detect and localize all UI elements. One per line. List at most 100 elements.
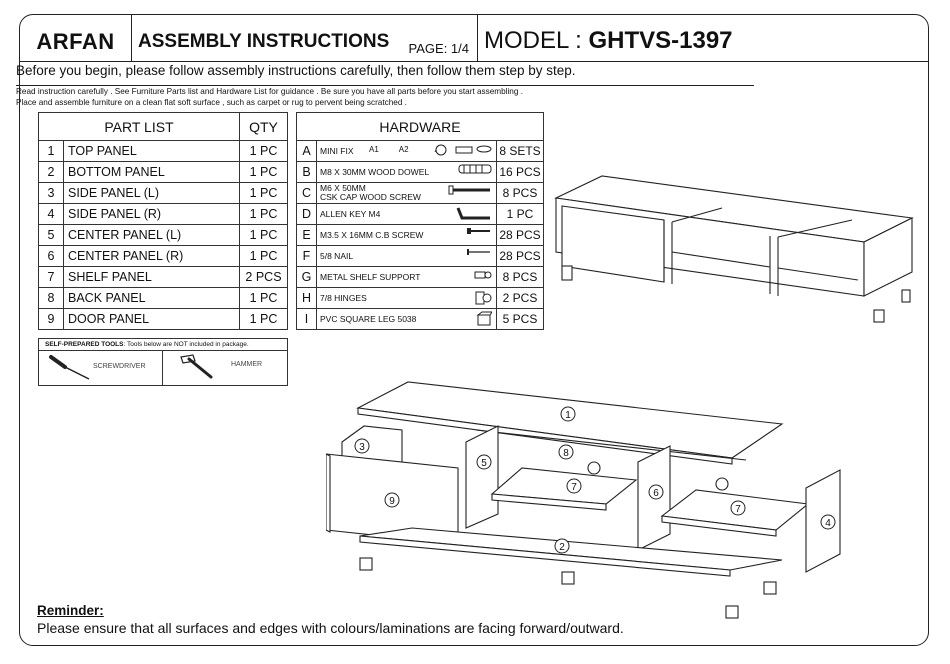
part-name: SIDE PANEL (R) xyxy=(63,203,240,225)
exploded-view-diagram: 1 2 3 4 5 6 7 7 8 9 xyxy=(326,381,841,619)
screwdriver-icon xyxy=(49,355,90,380)
hardware-qty: 28 PCS xyxy=(496,224,544,246)
model-code: GHTVS-1397 xyxy=(588,27,733,54)
minifix-icon xyxy=(435,144,492,156)
callout-8: 8 xyxy=(563,448,569,459)
hardware-desc: PVC SQUARE LEG 5038 xyxy=(320,313,417,324)
tools-heading: SELF-PREPARED TOOLS xyxy=(45,341,124,348)
part-qty: 1 PC xyxy=(239,287,288,309)
tools-divider xyxy=(162,351,163,386)
hardware-description-cell: 5/8 NAIL xyxy=(316,245,497,267)
hardware-letter: D xyxy=(296,203,317,225)
callout-9: 9 xyxy=(389,496,395,507)
part-qty: 1 PC xyxy=(239,224,288,246)
hardware-qty: 8 SETS xyxy=(496,140,544,162)
shelf-support-icon xyxy=(474,271,492,279)
document-title: ASSEMBLY INSTRUCTIONS xyxy=(138,31,390,52)
assembled-tv-stand-diagram xyxy=(554,175,914,323)
part-name: CENTER PANEL (L) xyxy=(63,224,240,246)
qty-header: QTY xyxy=(239,112,288,141)
model-prefix: MODEL : xyxy=(484,27,589,54)
hardware-qty: 1 PC xyxy=(496,203,544,225)
part-number: 1 xyxy=(38,140,64,162)
model-cell: MODEL : GHTVS-1397 xyxy=(478,15,930,61)
part-number: 2 xyxy=(38,161,64,183)
hardware-desc: 7/8 HINGES xyxy=(320,292,367,303)
callout-4: 4 xyxy=(825,518,831,529)
callout-7a: 7 xyxy=(571,482,577,493)
part-qty: 2 PCS xyxy=(239,266,288,288)
callout-6: 6 xyxy=(653,488,659,499)
hardware-letter: I xyxy=(296,308,317,330)
reminder-heading: Reminder: xyxy=(37,603,104,618)
callout-2: 2 xyxy=(559,542,565,553)
square-leg-icon xyxy=(476,311,492,326)
part-name: TOP PANEL xyxy=(63,140,240,162)
hammer-icon xyxy=(180,354,213,379)
hardware-qty: 8 PCS xyxy=(496,182,544,204)
hardware-description-cell: M3.5 X 16MM C.B SCREW xyxy=(316,224,497,246)
part-number: 4 xyxy=(38,203,64,225)
tools-header: SELF-PREPARED TOOLS: Tools below are NOT… xyxy=(39,339,287,351)
hardware-description-cell: PVC SQUARE LEG 5038 xyxy=(316,308,497,330)
hardware-qty: 5 PCS xyxy=(496,308,544,330)
hardware-desc: M6 X 50MM xyxy=(320,183,366,193)
part-qty: 1 PC xyxy=(239,161,288,183)
hardware-letter: H xyxy=(296,287,317,309)
note-line: Place and assemble furniture on a clean … xyxy=(16,97,407,107)
dowel-icon xyxy=(458,164,492,174)
hardware-description-cell: 7/8 HINGES xyxy=(316,287,497,309)
title-cell: ASSEMBLY INSTRUCTIONS PAGE: 1/4 xyxy=(132,15,478,61)
hardware-letter: C xyxy=(296,182,317,204)
part-number: 7 xyxy=(38,266,64,288)
part-number: 9 xyxy=(38,308,64,330)
page-indicator: PAGE: 1/4 xyxy=(408,41,469,56)
part-name: BACK PANEL xyxy=(63,287,240,309)
tools-box: SELF-PREPARED TOOLS: Tools below are NOT… xyxy=(38,338,288,386)
leg-shape xyxy=(725,605,739,619)
minifix-sub-label: A2 xyxy=(398,145,409,154)
hardware-desc: MINI FIX xyxy=(320,145,354,156)
tools-note: : Tools below are NOT included in packag… xyxy=(123,341,249,348)
hardware-letter: B xyxy=(296,161,317,183)
part-qty: 1 PC xyxy=(239,182,288,204)
hardware-desc: M3.5 X 16MM C.B SCREW xyxy=(320,229,424,240)
part-qty: 1 PC xyxy=(239,203,288,225)
screw-icon xyxy=(448,185,490,195)
part-name: CENTER PANEL (R) xyxy=(63,245,240,267)
hinge-icon xyxy=(475,291,492,305)
center-panel-left-shape xyxy=(465,425,499,529)
screwdriver-label: SCREWDRIVER xyxy=(93,363,146,370)
hammer-label: HAMMER xyxy=(231,361,263,368)
hardware-desc: M8 X 30MM WOOD DOWEL xyxy=(320,166,430,177)
part-name: DOOR PANEL xyxy=(63,308,240,330)
hardware-desc-line2: CSK CAP WOOD SCREW xyxy=(320,192,421,202)
hardware-description-cell: MINI FIXA1A2A3 xyxy=(316,140,497,162)
hardware-description-cell: ALLEN KEY M4 xyxy=(316,203,497,225)
part-qty: 1 PC xyxy=(239,140,288,162)
hardware-letter: E xyxy=(296,224,317,246)
part-number: 5 xyxy=(38,224,64,246)
reminder-text: Please ensure that all surfaces and edge… xyxy=(37,620,624,636)
hardware-description-cell: M8 X 30MM WOOD DOWEL xyxy=(316,161,497,183)
part-number: 8 xyxy=(38,287,64,309)
note-line: Read instruction carefully . See Furnitu… xyxy=(16,87,523,96)
hardware-letter: A xyxy=(296,140,317,162)
part-name: SIDE PANEL (L) xyxy=(63,182,240,204)
part-list-header: PART LIST xyxy=(38,112,240,141)
hardware-desc: 5/8 NAIL xyxy=(320,250,354,261)
callout-1: 1 xyxy=(565,410,571,421)
allen-key-icon xyxy=(456,207,490,220)
